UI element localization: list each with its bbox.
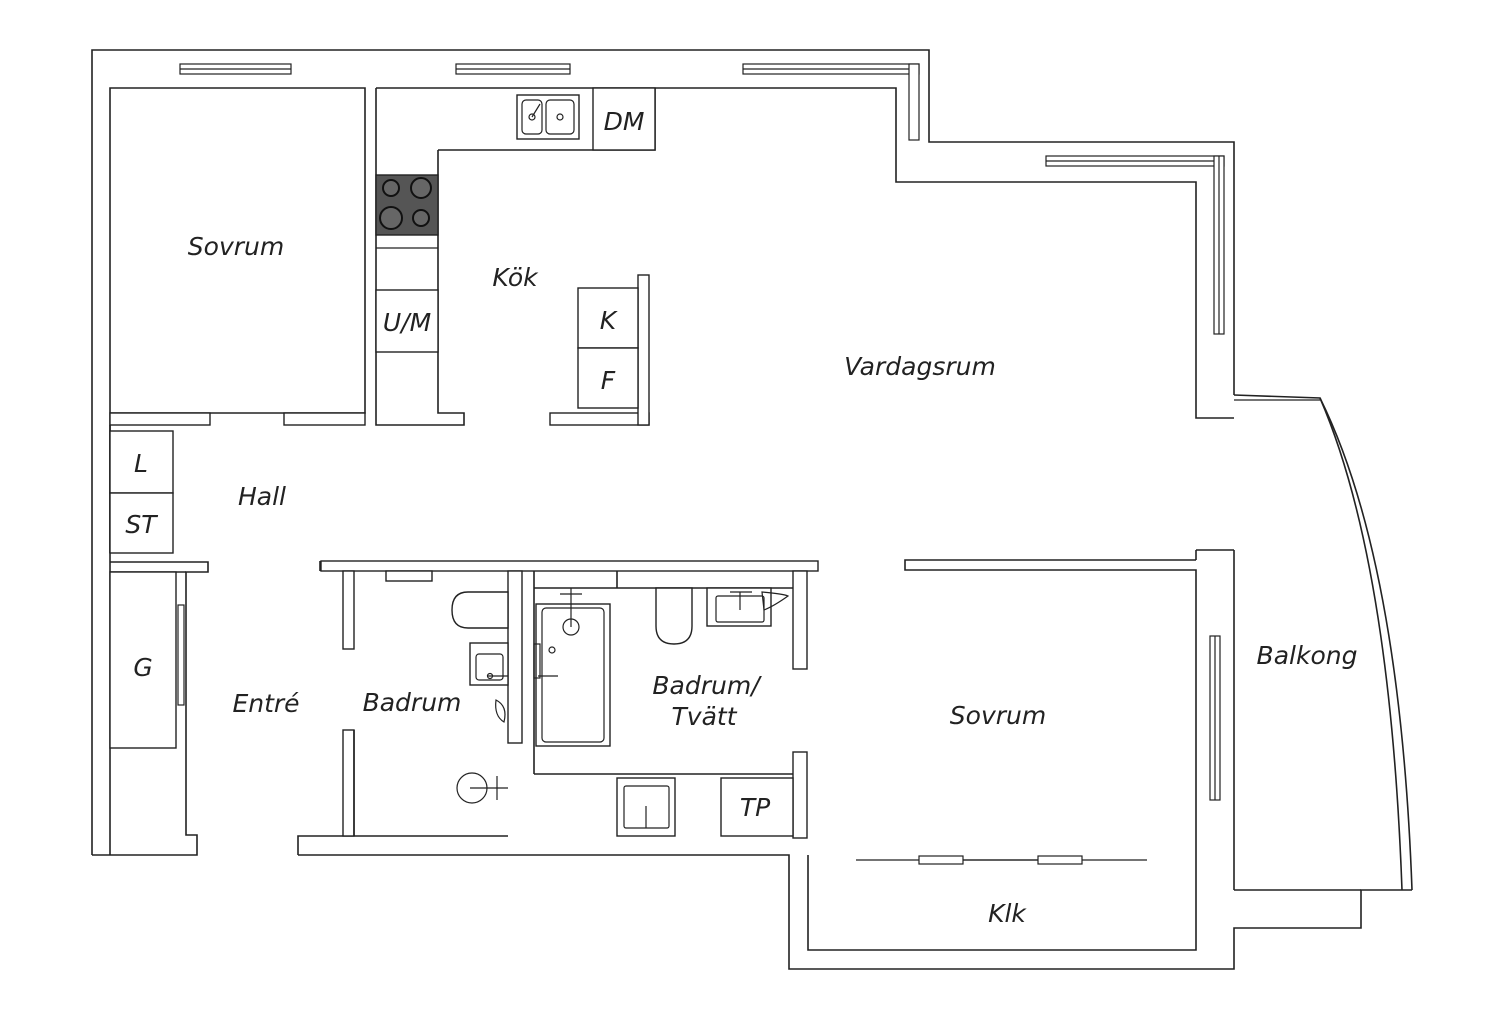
windows — [179, 63, 1225, 801]
closet-sliding-doors — [856, 855, 1147, 865]
g-wardrobe — [109, 571, 177, 749]
tp-cabinet — [720, 777, 794, 837]
balcony — [1233, 394, 1413, 891]
badrum-sink — [469, 642, 509, 686]
tvatt-toilet — [655, 587, 693, 645]
tp-label: TP — [740, 793, 771, 822]
room-label-entre: Entré — [232, 689, 299, 718]
badrum-toilet — [385, 570, 509, 629]
room-label-sovrum-2: Sovrum — [950, 701, 1046, 730]
room-label-sovrum-1: Sovrum — [188, 232, 284, 261]
room-label-hall: Hall — [238, 482, 286, 511]
room-label-balkong: Balkong — [1257, 641, 1358, 670]
f-cabinet — [577, 347, 639, 409]
st-closet — [109, 492, 174, 554]
wardrobe-door — [177, 604, 185, 706]
um-cabinet — [375, 289, 439, 353]
k-cabinet — [577, 287, 639, 349]
badrum-shower — [456, 699, 508, 804]
dm-cabinet — [592, 87, 656, 151]
room-label-klk: Klk — [988, 899, 1027, 928]
g-label: G — [133, 653, 152, 682]
room-label-badrum: Badrum — [363, 688, 462, 717]
room-label-badrum-tvatt-2: Tvätt — [672, 702, 738, 731]
kitchen-sink — [516, 94, 580, 140]
laundry-sink — [616, 777, 676, 837]
bathtub — [533, 588, 611, 747]
room-label-badrum-tvatt-1: Badrum/ — [652, 671, 762, 700]
st-label: ST — [125, 510, 158, 539]
room-label-kok: Kök — [492, 263, 539, 292]
f-label: F — [601, 366, 616, 395]
um-label: U/M — [383, 308, 431, 337]
interior-walls — [109, 88, 819, 839]
stove — [375, 174, 439, 236]
tvatt-sink — [706, 587, 790, 627]
l-label: L — [134, 449, 148, 478]
dm-label: DM — [604, 107, 645, 136]
l-closet — [109, 430, 174, 494]
k-label: K — [600, 306, 619, 335]
room-label-vardagsrum: Vardagsrum — [844, 352, 996, 381]
